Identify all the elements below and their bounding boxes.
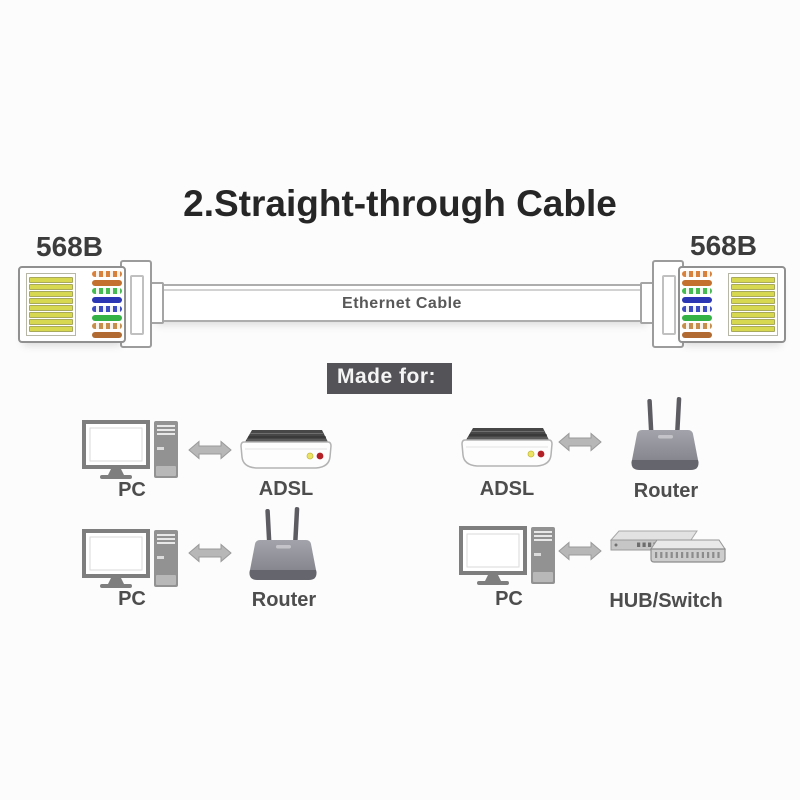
- gold-pin: [731, 326, 775, 332]
- gold-pin: [29, 312, 73, 318]
- wire-brown: [92, 331, 122, 338]
- double-arrow-icon: [558, 432, 602, 452]
- wire-white-brown: [682, 323, 712, 330]
- device-label: Router: [251, 589, 317, 611]
- gold-pin: [731, 284, 775, 290]
- ethernet-cable: Ethernet Cable: [152, 284, 652, 322]
- gold-pin: [29, 326, 73, 332]
- pc-icon: [82, 529, 178, 588]
- pc-icon: [459, 526, 555, 585]
- gold-pin: [29, 291, 73, 297]
- wire-brown: [682, 331, 712, 338]
- gold-pin: [29, 277, 73, 283]
- wire-white-blue: [682, 305, 712, 312]
- pin-contacts: [26, 273, 76, 336]
- gold-pin: [731, 298, 775, 304]
- hub-switch-icon: [609, 530, 726, 563]
- wire-bundle-568b: [682, 271, 712, 338]
- wire-bundle-568b: [92, 271, 122, 338]
- gold-pin: [731, 291, 775, 297]
- device-label: PC: [118, 588, 146, 610]
- wire-orange: [682, 279, 712, 286]
- adsl-modem-icon: [240, 430, 332, 469]
- gold-pin: [29, 284, 73, 290]
- gold-pin: [29, 319, 73, 325]
- wireless-router-icon: [249, 507, 317, 580]
- page-title: 2.Straight-through Cable: [183, 183, 617, 224]
- made-for-banner: Made for:: [327, 363, 452, 394]
- gold-pin: [29, 305, 73, 311]
- wire-white-green: [92, 288, 122, 295]
- gold-pin: [731, 312, 775, 318]
- wire-white-orange: [682, 271, 712, 277]
- wire-orange: [92, 279, 122, 286]
- adsl-modem-icon: [461, 428, 553, 467]
- pc-icon: [82, 420, 178, 479]
- wire-blue: [92, 297, 122, 304]
- wire-white-orange: [92, 271, 122, 277]
- wire-white-blue: [92, 305, 122, 312]
- connector-label-left: 568B: [36, 231, 103, 262]
- rj45-connector-right: [678, 266, 786, 343]
- gold-pin: [731, 319, 775, 325]
- wire-blue: [682, 297, 712, 304]
- device-label: HUB/Switch: [609, 590, 723, 612]
- gold-pin: [29, 298, 73, 304]
- boot-latch: [130, 275, 144, 335]
- device-label: ADSL: [258, 478, 314, 500]
- double-arrow-icon: [188, 543, 232, 563]
- wire-green: [92, 314, 122, 321]
- wire-green: [682, 314, 712, 321]
- double-arrow-icon: [558, 541, 602, 561]
- device-label: ADSL: [479, 478, 535, 500]
- cable-label: Ethernet Cable: [342, 295, 462, 312]
- gold-pin: [731, 277, 775, 283]
- device-label: Router: [633, 480, 699, 502]
- cable-highlight-line: [154, 289, 650, 291]
- device-label: PC: [118, 479, 146, 501]
- wireless-router-icon: [631, 397, 699, 470]
- wire-white-green: [682, 288, 712, 295]
- connector-label-right: 568B: [690, 230, 757, 261]
- rj45-connector-left: [18, 266, 126, 343]
- double-arrow-icon: [188, 440, 232, 460]
- pin-contacts: [728, 273, 778, 336]
- wire-white-brown: [92, 323, 122, 330]
- device-label: PC: [495, 588, 523, 610]
- gold-pin: [731, 305, 775, 311]
- boot-latch: [662, 275, 676, 335]
